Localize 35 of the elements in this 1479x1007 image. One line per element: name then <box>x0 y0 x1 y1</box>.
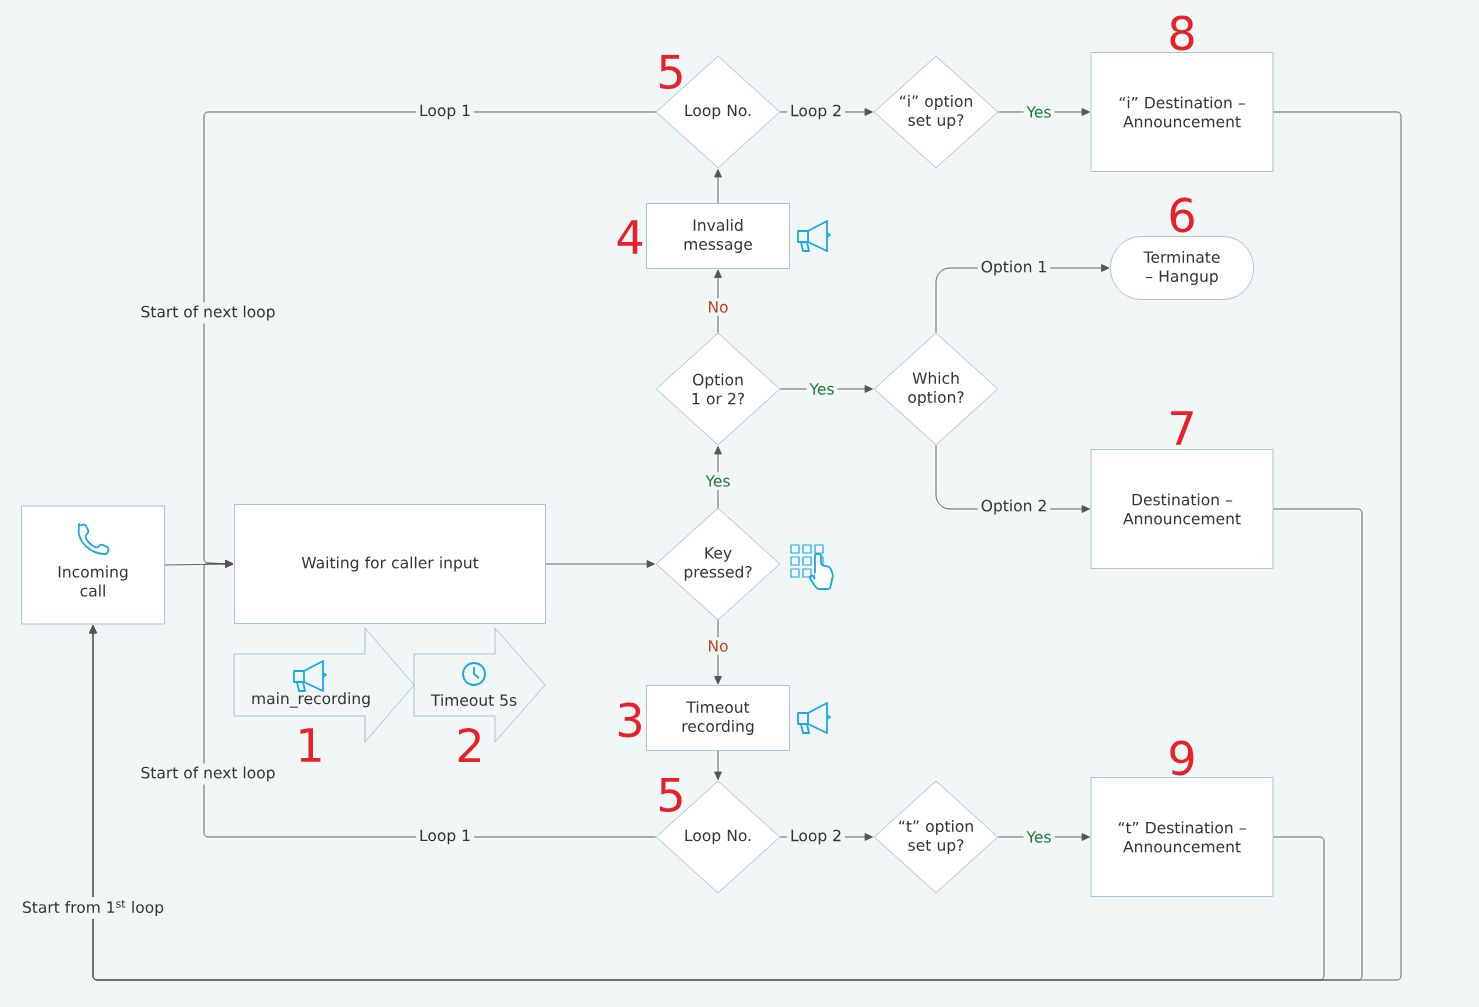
callout-number: 7 <box>1171 411 1193 445</box>
callout-number: 6 <box>1170 197 1194 233</box>
process-box: Waiting for caller input <box>234 504 546 624</box>
callout-number: 8 <box>1170 15 1194 51</box>
edge-label: Yes <box>1023 828 1055 846</box>
process-box: Invalid message <box>646 203 790 269</box>
edge-label: No <box>704 637 732 655</box>
edge-label: Yes <box>1023 103 1055 121</box>
edge-label: No <box>704 298 732 316</box>
process-box: Timeout recording <box>646 685 790 751</box>
edge-label: Yes <box>702 472 734 490</box>
process-box: Destination – Announcement <box>1090 449 1274 569</box>
edge-label: Loop 1 <box>416 826 474 848</box>
edge-label: Option 1 <box>977 257 1051 279</box>
callout-number: 5 <box>659 54 682 90</box>
process-box: “t” Destination – Announcement <box>1090 777 1274 897</box>
loop-note: Start of next loop <box>137 302 279 324</box>
loop-note: Start of next loop <box>137 763 279 785</box>
edge-label: Loop 2 <box>787 826 845 848</box>
arrow <box>89 625 1325 981</box>
process-box: Incoming call <box>21 505 165 625</box>
edge-label: Option 2 <box>977 496 1051 518</box>
arrow <box>545 560 655 568</box>
edge-label: Loop 1 <box>416 101 474 123</box>
callout-number: 4 <box>617 220 643 254</box>
process-box: “i” Destination – Announcement <box>1090 52 1274 172</box>
terminal-box: Terminate – Hangup <box>1110 236 1254 300</box>
arrow <box>714 750 722 780</box>
edge-label: Loop 2 <box>787 101 845 123</box>
callout-number: 5 <box>659 777 682 813</box>
arrow <box>714 169 722 204</box>
arrow <box>203 559 657 838</box>
callout-number: 3 <box>618 702 641 738</box>
edge-label: Yes <box>806 380 838 398</box>
callout-number: 9 <box>1170 740 1194 776</box>
